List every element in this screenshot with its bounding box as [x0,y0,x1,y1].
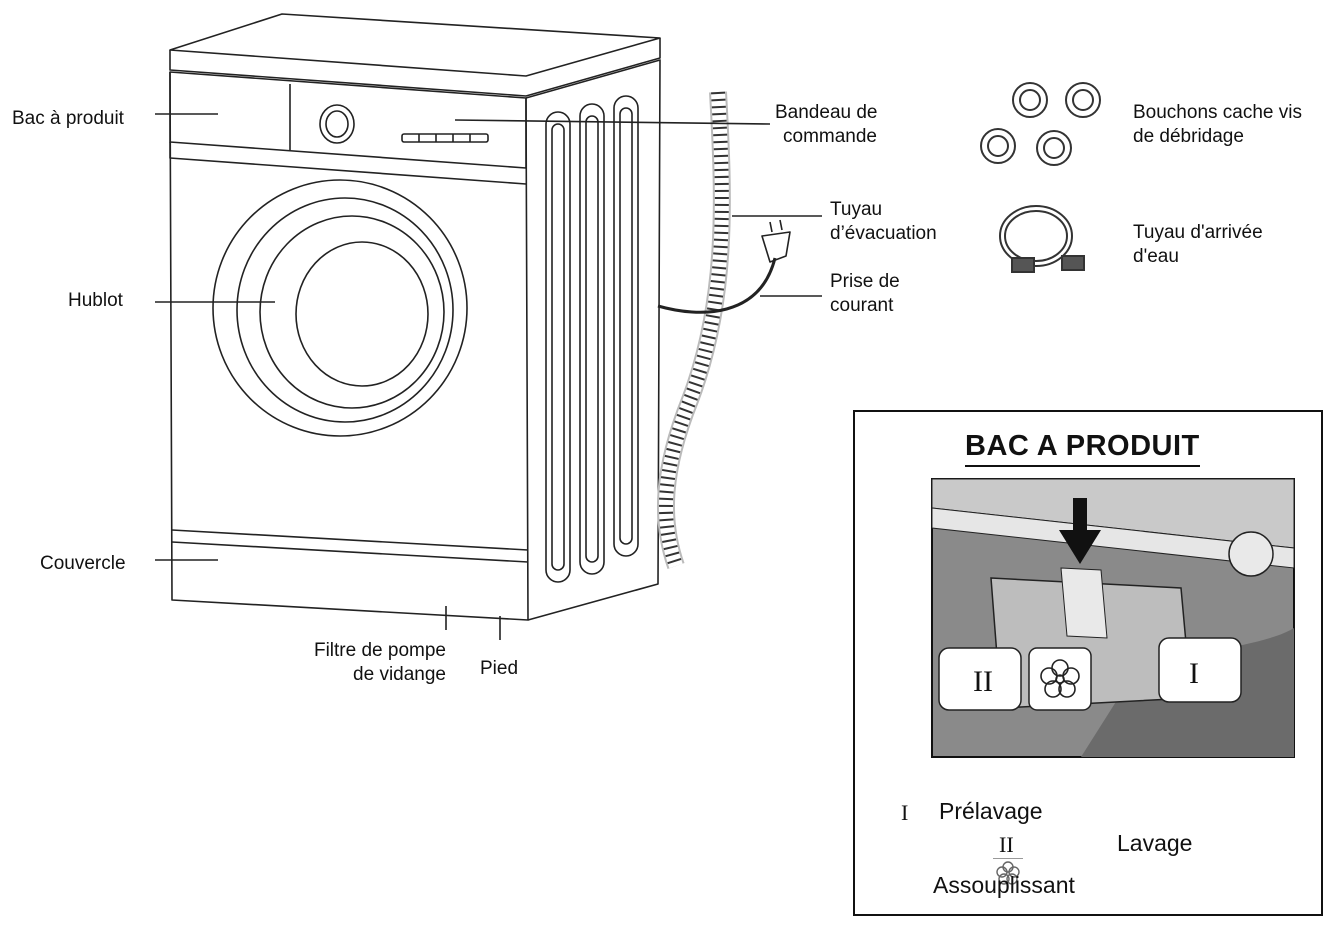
plug [761,231,791,263]
label-filtre-line1: Filtre de pompe [313,640,446,661]
label-couvercle: Couvercle [40,553,126,574]
label-hublot: Hublot [68,290,123,311]
label-filtre-line2: de vidange [353,664,446,685]
legend-divider [993,858,1023,859]
label-bac-produit: Bac à produit [12,108,124,129]
drawer-illustration [931,478,1295,758]
label-pied: Pied [480,658,519,679]
label-bandeau-line2: commande [783,126,877,147]
label-prise-line2: courant [830,295,894,316]
flower-icon [1040,659,1080,698]
label-filtre-pompe: Filtre de pompe de vidange [292,639,446,687]
legend-i-numeral: I [901,800,909,825]
label-tuyau-evacuation: Tuyau d’évacuation [830,198,937,246]
label-arrivee-line2: d'eau [1133,246,1179,267]
label-tuyau-arrivee: Tuyau d'arrivée d'eau [1133,221,1263,269]
label-arrivee-line1: Tuyau d'arrivée [1133,222,1263,243]
knob [319,104,355,144]
compartment-i-label: I [1189,657,1199,690]
label-bandeau-line1: Bandeau de [775,102,878,123]
label-tuyau-line1: Tuyau [830,199,883,220]
leader-bandeau [454,119,771,125]
inset-title: BAC A PRODUIT [965,430,1200,467]
label-bouchons-line2: de débridage [1133,126,1244,147]
inlet-hose-icon [999,205,1085,273]
legend-flower-icon [996,861,1020,885]
legend-ii-numeral: II [999,832,1014,857]
label-prise-line1: Prise de [830,271,900,292]
bouchons-icon [980,82,1101,166]
legend-ii-text: Lavage [1117,830,1193,856]
bac-produit-inset: BAC A PRODUIT II I I Prélavage II Lavage… [853,410,1323,916]
machine-front [169,71,529,621]
label-bandeau: Bandeau de commande [775,101,878,149]
label-bouchons: Bouchons cache vis de débridage [1133,101,1302,149]
porthole-outer [212,179,468,437]
label-tuyau-line2: d’évacuation [830,223,937,244]
legend-i-text: Prélavage [939,798,1043,824]
label-prise-courant: Prise de courant [830,270,900,318]
label-bouchons-line1: Bouchons cache vis [1133,102,1302,123]
legend-flower-text: Assouplissant [933,872,1075,898]
compartment-ii-label: II [973,665,993,698]
arrow-down-icon [1059,498,1101,564]
